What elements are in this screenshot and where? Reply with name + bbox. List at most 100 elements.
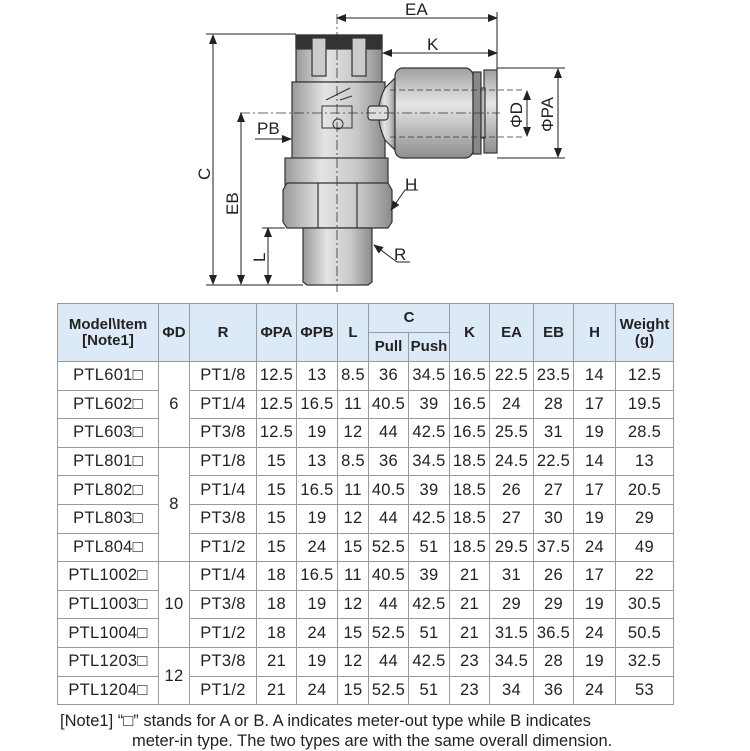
cell-ea: 34.5 [489, 646, 534, 677]
cell-l: 15 [337, 618, 369, 648]
cell-ea: 22.5 [489, 361, 534, 391]
cell-pull: 40.5 [368, 475, 409, 505]
cell-pb: 19 [296, 418, 338, 448]
cell-pa: 15 [256, 446, 297, 477]
cell-w: 53 [615, 675, 674, 706]
label-ea: EA [405, 0, 428, 19]
label-phi-pa: ΦPA [538, 96, 557, 132]
cell-d: 6 [158, 361, 190, 448]
cell-l: 12 [337, 589, 369, 620]
cell-pull: 44 [368, 646, 409, 677]
cell-r: PT1/2 [189, 532, 257, 563]
cell-push: 39 [408, 475, 450, 505]
cell-k: 18.5 [449, 475, 490, 505]
cell-k: 18.5 [449, 532, 490, 563]
cell-h: 19 [573, 418, 616, 448]
label-pb: PB [257, 119, 280, 138]
cell-pa: 21 [256, 675, 297, 706]
cell-d: 8 [158, 446, 190, 563]
cell-push: 34.5 [408, 361, 450, 391]
cell-h: 24 [573, 675, 616, 706]
cell-push: 42.5 [408, 589, 450, 620]
cell-l: 12 [337, 646, 369, 677]
cell-pb: 16.5 [296, 561, 338, 591]
cell-d: 10 [158, 561, 190, 648]
cell-h: 17 [573, 561, 616, 591]
cell-r: PT3/8 [189, 503, 257, 534]
cell-model: PTL601□ [57, 361, 159, 391]
cell-r: PT3/8 [189, 418, 257, 448]
cell-eb: 36 [533, 675, 574, 706]
cell-ea: 31 [489, 561, 534, 591]
cell-l: 15 [337, 532, 369, 563]
cell-w: 29 [615, 503, 674, 534]
cell-pa: 12.5 [256, 389, 297, 420]
cell-push: 42.5 [408, 503, 450, 534]
cell-pull: 52.5 [368, 618, 409, 648]
cell-l: 11 [337, 389, 369, 420]
cell-k: 21 [449, 618, 490, 648]
cell-w: 30.5 [615, 589, 674, 620]
cell-l: 8.5 [337, 446, 369, 477]
cell-pa: 21 [256, 646, 297, 677]
cell-pb: 13 [296, 446, 338, 477]
hex-nut [282, 182, 393, 229]
header-d: ΦD [158, 303, 190, 362]
cell-eb: 26 [533, 561, 574, 591]
thread [302, 227, 373, 286]
cell-pull: 40.5 [368, 561, 409, 591]
cell-model: PTL1003□ [57, 589, 159, 620]
cell-pull: 52.5 [368, 532, 409, 563]
footnote: [Note1] “□” stands for A or B. A indicat… [60, 711, 612, 751]
cell-l: 11 [337, 561, 369, 591]
header-model: Model\Item[Note1] [57, 303, 159, 362]
cell-eb: 37.5 [533, 532, 574, 563]
cell-w: 12.5 [615, 361, 674, 391]
cell-pull: 52.5 [368, 675, 409, 706]
cell-k: 21 [449, 561, 490, 591]
cell-pull: 44 [368, 589, 409, 620]
cell-push: 42.5 [408, 646, 450, 677]
cell-eb: 27 [533, 475, 574, 505]
cell-l: 12 [337, 418, 369, 448]
cell-h: 24 [573, 618, 616, 648]
cell-ea: 34 [489, 675, 534, 706]
cell-ea: 25.5 [489, 418, 534, 448]
cell-push: 39 [408, 561, 450, 591]
cell-w: 32.5 [615, 646, 674, 677]
cell-ea: 24 [489, 389, 534, 420]
label-eb: EB [223, 192, 242, 215]
header-r: R [189, 303, 257, 362]
cell-l: 8.5 [337, 361, 369, 391]
cell-r: PT1/2 [189, 618, 257, 648]
cell-k: 16.5 [449, 389, 490, 420]
cell-pb: 24 [296, 618, 338, 648]
header-pull: Pull [368, 332, 409, 362]
cell-model: PTL803□ [57, 503, 159, 534]
cell-h: 19 [573, 503, 616, 534]
cell-w: 49 [615, 532, 674, 563]
cell-k: 21 [449, 589, 490, 620]
cell-pa: 18 [256, 561, 297, 591]
footnote-line-1: [Note1] “□” stands for A or B. A indicat… [60, 712, 591, 730]
cell-k: 18.5 [449, 446, 490, 477]
header-pb: ΦPB [296, 303, 338, 362]
cell-eb: 30 [533, 503, 574, 534]
cell-push: 34.5 [408, 446, 450, 477]
cell-r: PT1/2 [189, 675, 257, 706]
cell-push: 51 [408, 618, 450, 648]
cell-pb: 19 [296, 589, 338, 620]
cell-l: 12 [337, 503, 369, 534]
cell-model: PTL1004□ [57, 618, 159, 648]
cell-model: PTL801□ [57, 446, 159, 477]
cell-r: PT3/8 [189, 646, 257, 677]
cell-d: 12 [158, 646, 190, 706]
cell-r: PT1/4 [189, 475, 257, 505]
cell-r: PT3/8 [189, 589, 257, 620]
